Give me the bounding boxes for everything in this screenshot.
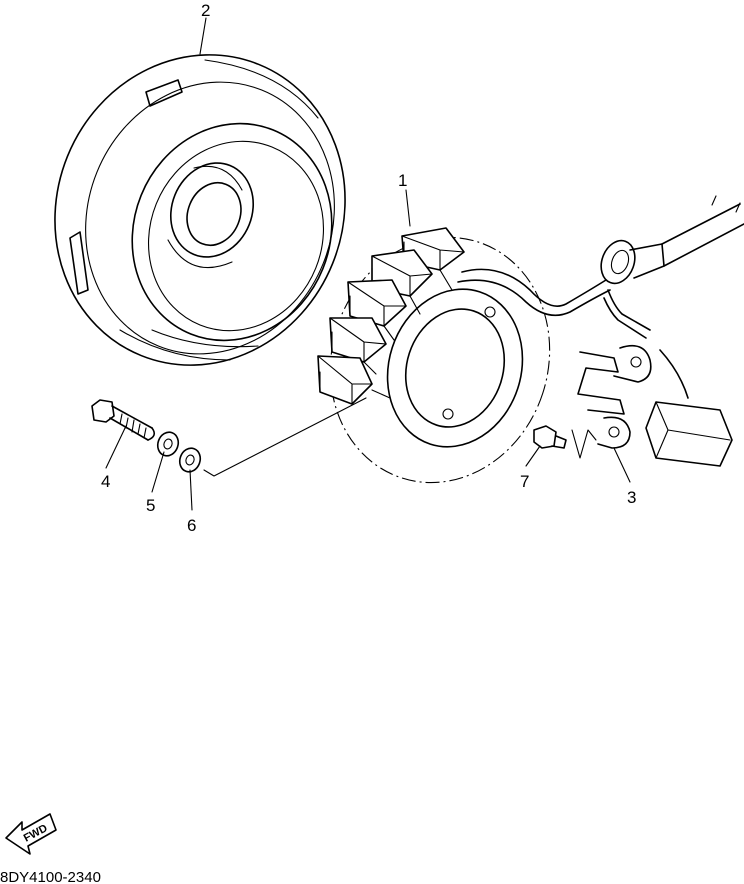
part-stator[interactable]	[299, 195, 744, 511]
part-rotor[interactable]	[9, 11, 392, 409]
callout-2: 2	[201, 1, 210, 20]
leader-lines	[105, 17, 631, 511]
callout-6: 6	[187, 516, 196, 535]
part-lock-washer[interactable]	[154, 429, 181, 458]
part-plain-washer[interactable]	[176, 445, 203, 474]
fwd-arrow-icon: FWD	[5, 813, 57, 855]
callout-3: 3	[627, 488, 636, 507]
part-screw[interactable]	[533, 425, 567, 449]
part-pickup-bracket[interactable]	[571, 344, 652, 459]
diagram-code: 8DY4100-2340	[0, 869, 101, 884]
callout-1: 1	[398, 171, 407, 190]
callout-5: 5	[146, 496, 155, 515]
callout-4: 4	[101, 472, 110, 491]
callout-7: 7	[520, 472, 529, 491]
part-bolt[interactable]	[91, 399, 156, 441]
